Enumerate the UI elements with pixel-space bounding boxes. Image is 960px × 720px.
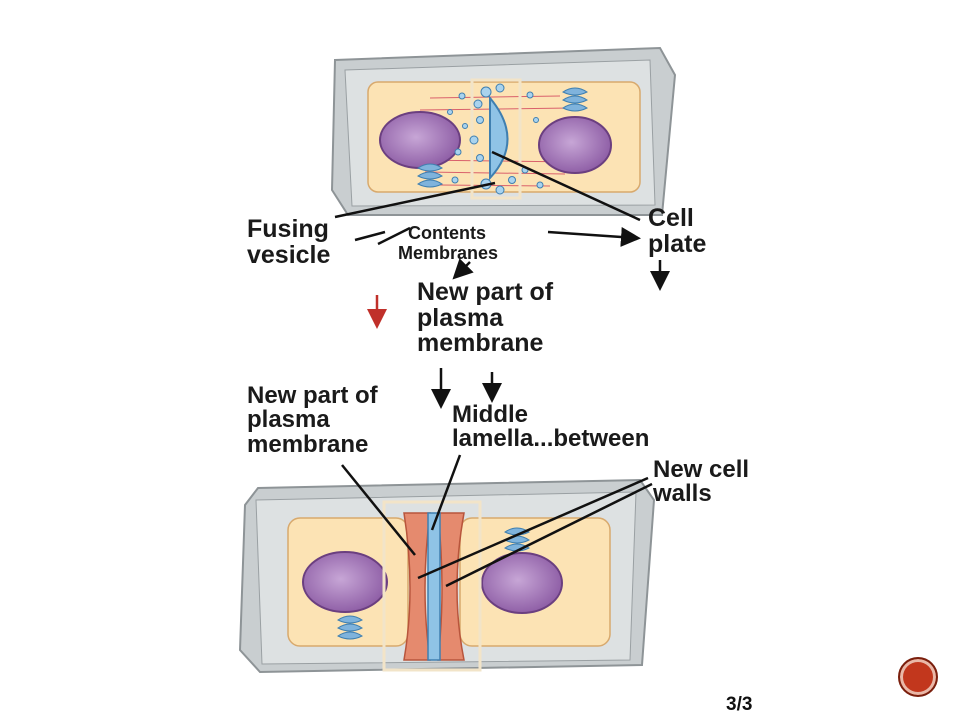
label-new-cell-walls: New cell walls <box>653 456 750 508</box>
label-contents: Contents <box>408 223 486 243</box>
label-cell-plate-line2: plate <box>648 229 707 258</box>
label-middle-lamella: Middle lamella...between <box>452 401 650 453</box>
top-golgi-right <box>562 87 588 112</box>
top-right-nucleus <box>538 116 612 174</box>
bottom-golgi-left <box>337 615 363 640</box>
top-cell <box>330 46 677 216</box>
label-new-part-plasma-membrane-bottom: New part of plasma membrane <box>247 382 378 458</box>
bottom-plate-region <box>382 500 482 672</box>
page-number: 3/3 <box>726 694 753 715</box>
label-cell-plate: Cell plate <box>648 204 707 258</box>
label-membranes: Membranes <box>398 243 499 263</box>
top-golgi-left <box>417 163 443 188</box>
label-cell-plate-line1: Cell <box>648 204 694 232</box>
top-left-nucleus <box>379 111 461 169</box>
label-fusing-vesicle-line1: Fusing <box>247 215 329 243</box>
bottom-cell <box>238 478 656 674</box>
bottom-left-nucleus <box>302 551 388 613</box>
next-slide-button[interactable] <box>898 657 938 697</box>
top-vesicles <box>447 83 544 195</box>
label-new-part-plasma-membrane-top: New part of plasma membrane <box>417 278 554 357</box>
bottom-right-nucleus <box>481 552 563 614</box>
middle-lamella-band <box>427 512 441 661</box>
leader-lines <box>334 150 670 588</box>
label-fusing-vesicle-line2: vesicle <box>247 240 331 269</box>
label-fusing-vesicle: Fusing vesicle <box>247 215 331 269</box>
new-cell-wall-right <box>437 512 465 661</box>
